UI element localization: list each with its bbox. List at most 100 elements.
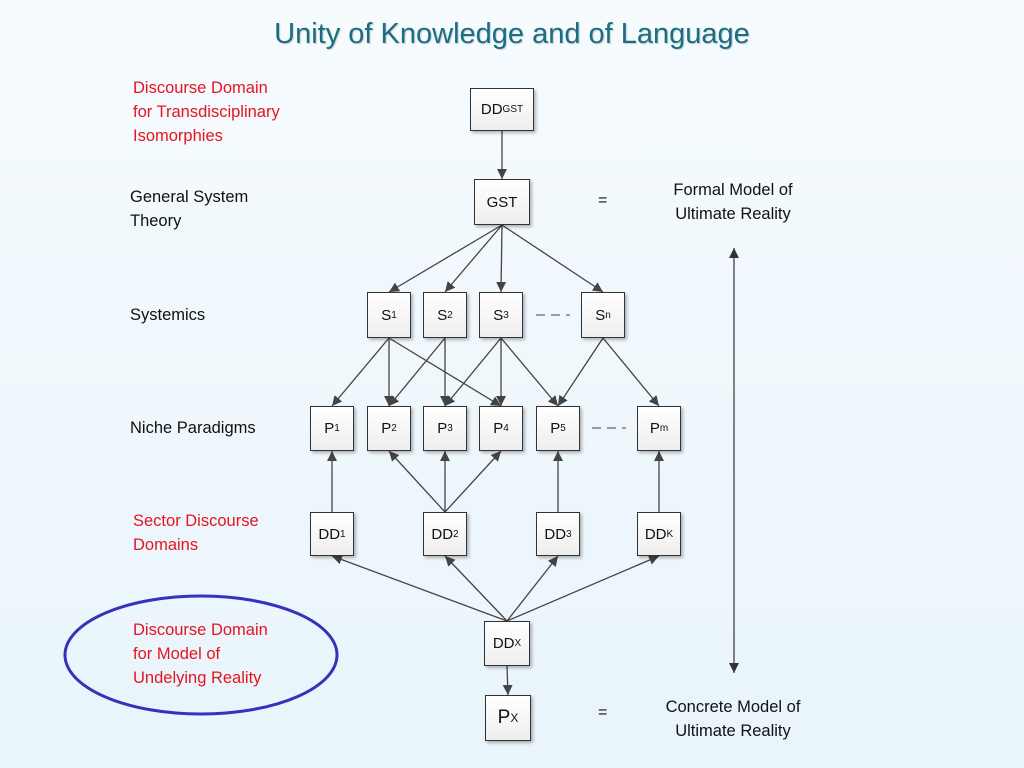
equals-sign-concrete: =	[598, 704, 608, 721]
node-label: S	[437, 306, 448, 324]
node-label: P	[497, 707, 511, 728]
node-subscript: 2	[447, 309, 453, 321]
node-label: DD	[318, 525, 341, 543]
label-line: Undelying Reality	[133, 669, 262, 687]
label-line: Isomorphies	[133, 127, 223, 145]
label-line: Niche Paradigms	[130, 419, 256, 437]
label-line: Discourse Domain	[133, 621, 268, 639]
label-dd-transdisciplinary: Discourse Domain for Transdisciplinary I…	[133, 76, 280, 148]
equals-sign-formal: =	[598, 192, 608, 209]
node-subscript: X	[510, 711, 519, 725]
node-subscript: 4	[503, 423, 509, 434]
node-label: P	[381, 420, 392, 437]
node-label: P	[493, 420, 504, 437]
node-subscript: 3	[503, 309, 509, 321]
label-formal-model: Formal Model of Ultimate Reality	[652, 178, 814, 226]
arrow-ddx-to-dd2	[444, 555, 508, 622]
arrow-dd2-to-p2	[388, 450, 446, 513]
label-line: for Model of	[133, 645, 221, 663]
node-subscript: 2	[453, 528, 459, 540]
arrow-s3-to-p3	[444, 337, 502, 407]
node-subscript: GST	[502, 104, 524, 115]
node-subscript: 1	[334, 423, 340, 434]
label-niche-paradigms: Niche Paradigms	[130, 416, 256, 440]
arrow-gst-to-sn	[501, 224, 604, 293]
node-subscript: K	[666, 528, 674, 540]
node-subscript: 1	[391, 309, 397, 321]
node-label: S	[595, 306, 606, 324]
label-line: Domains	[133, 536, 199, 554]
arrow-s1-to-p1	[331, 337, 390, 407]
arrow-ddx-to-dd3	[506, 555, 559, 622]
label-sector-discourse-domains: Sector Discourse Domains	[133, 509, 259, 557]
label-systemics: Systemics	[130, 303, 205, 327]
label-line: Formal Model of	[673, 181, 793, 199]
label-concrete-model: Concrete Model of Ultimate Reality	[648, 695, 818, 743]
node-label: GST	[486, 193, 518, 211]
arrow-ddx-to-dd1	[331, 554, 508, 622]
label-line: Sector Discourse	[133, 512, 259, 530]
label-line: Ultimate Reality	[675, 722, 791, 740]
label-line: Concrete Model of	[665, 698, 801, 716]
arrow-dd2-to-p4	[444, 450, 502, 513]
node-label: P	[324, 420, 335, 437]
node-label: P	[550, 420, 561, 437]
node-subscript: n	[605, 309, 611, 321]
arrow-sn-to-p5	[557, 337, 604, 407]
arrow-sn-to-pm	[602, 337, 660, 407]
node-subscript: 5	[560, 423, 566, 434]
node-gst: GST	[474, 179, 530, 225]
label-line: Systemics	[130, 306, 206, 324]
node-label: DD	[480, 101, 503, 118]
node-label: DD	[492, 635, 515, 652]
edge-layer	[327, 131, 664, 696]
highlight-ellipse	[63, 594, 339, 716]
arrow-ddx-to-ddk	[506, 555, 660, 622]
node-label: DD	[644, 525, 667, 543]
node-label: DD	[431, 525, 454, 543]
node-label: DD	[544, 525, 567, 543]
node-subscript: X	[514, 638, 522, 649]
label-line: Discourse Domain	[133, 79, 268, 97]
label-line: General System	[130, 188, 249, 206]
node-label: P	[649, 420, 660, 437]
arrow-gst-to-s2	[444, 224, 503, 293]
node-subscript: 2	[391, 423, 397, 434]
node-subscript: 1	[340, 528, 346, 540]
arrow-gst-to-s3	[496, 224, 507, 293]
label-line: Theory	[130, 212, 182, 230]
arrow-s3-to-p5	[500, 337, 559, 407]
node-label: S	[493, 306, 504, 324]
arrow-ddx-to-px	[502, 665, 513, 696]
node-label: S	[381, 306, 392, 324]
node-subscript: m	[659, 423, 669, 434]
node-subscript: 3	[447, 423, 453, 434]
node-label: P	[437, 420, 448, 437]
label-dd-underlying-reality: Discourse Domain for Model of Undelying …	[133, 618, 268, 690]
node-subscript: 3	[566, 528, 572, 540]
label-general-system-theory: General System Theory	[130, 185, 248, 233]
label-line: for Transdisciplinary	[133, 103, 280, 121]
arrow-gst-to-s1	[388, 224, 503, 293]
slide-title: Unity of Knowledge and of Language	[274, 18, 750, 50]
label-line: Ultimate Reality	[675, 205, 791, 223]
